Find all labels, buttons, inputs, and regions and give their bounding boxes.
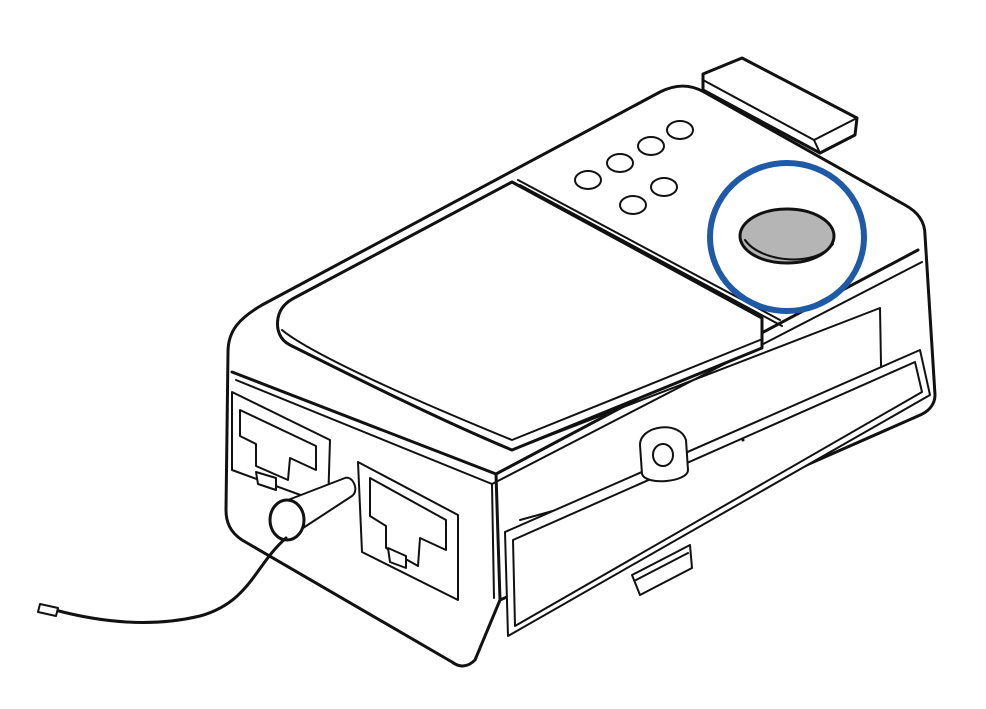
label-panel [276, 180, 764, 452]
antenna-cable [37, 476, 357, 625]
push-button-highlight [707, 160, 867, 314]
led-indicator [650, 177, 678, 197]
led-indicators [574, 120, 694, 215]
mounting-hole [639, 426, 689, 483]
led-indicator [666, 120, 694, 140]
side-panel [504, 307, 931, 637]
push-button [738, 207, 836, 265]
din-clip [631, 544, 693, 596]
led-indicator [619, 195, 647, 215]
highlight-circle [707, 160, 867, 314]
led-indicator [637, 136, 665, 156]
led-indicator [606, 153, 634, 173]
rj45-port-right [357, 461, 459, 601]
led-indicator [574, 170, 602, 190]
